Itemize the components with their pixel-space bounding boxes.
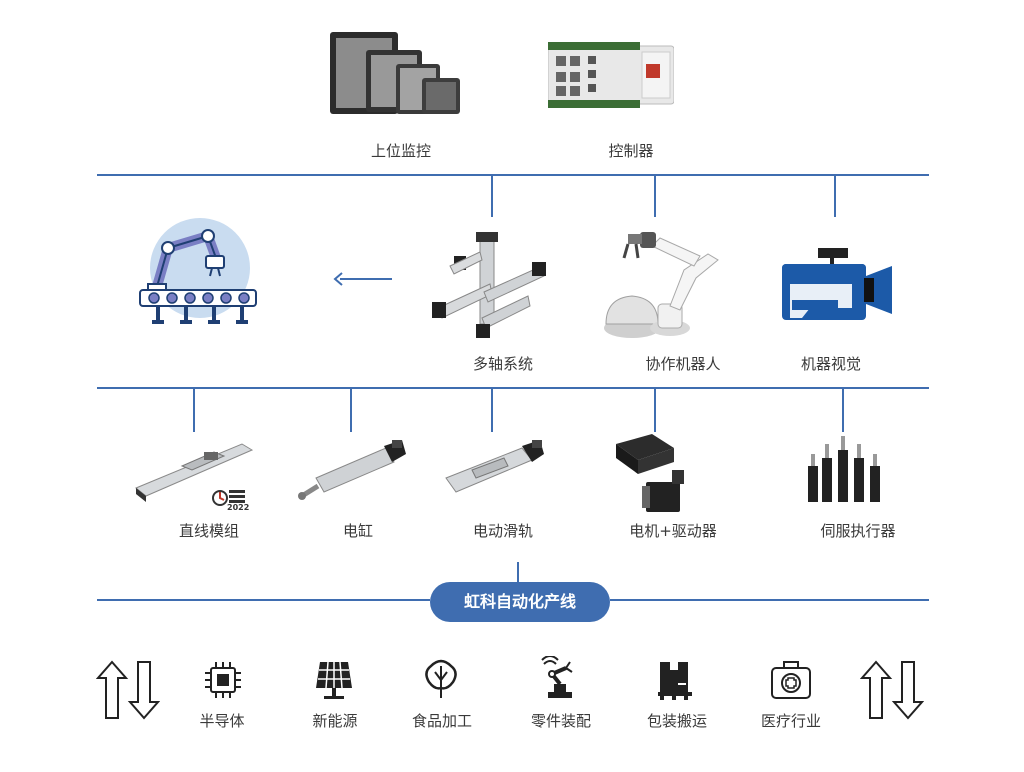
controller-module-icon <box>548 42 674 108</box>
component-label-motor: 电机+驱动器 <box>629 522 717 540</box>
component-label-linear-module: 直线模组 <box>178 522 240 540</box>
industry-label-semiconductor: 半导体 <box>199 712 245 730</box>
camera-icon <box>780 248 894 320</box>
gantry-system-icon <box>430 230 548 342</box>
solar-panel-icon <box>314 660 354 700</box>
connector-cobot <box>654 175 656 217</box>
component-label-cylinder: 电缸 <box>342 522 374 540</box>
component-label-servo: 伺服执行器 <box>820 522 896 540</box>
connector-to-badge <box>517 562 519 584</box>
production-line-badge: 虹科自动化产线 <box>430 582 610 622</box>
component-label-slide: 电动滑轨 <box>472 522 534 540</box>
connector-linear-module <box>193 388 195 432</box>
robot-conveyor-icon <box>138 218 262 332</box>
package-icon <box>656 660 696 700</box>
design-award-badge: 2022 <box>212 488 250 514</box>
industry-label-medical: 医疗行业 <box>760 712 822 730</box>
updown-arrows-right-icon <box>860 660 924 720</box>
middle-bus-line <box>97 387 929 389</box>
industry-label-assembly: 零件装配 <box>530 712 592 730</box>
middle-label-cobot: 协作机器人 <box>645 355 721 373</box>
bottom-bus-line-right <box>610 599 929 601</box>
electric-cylinder-icon <box>298 440 408 510</box>
linear-module-icon <box>132 440 256 514</box>
monitor-panels-icon <box>326 28 462 120</box>
electric-slide-icon <box>442 440 546 510</box>
industry-label-new-energy: 新能源 <box>312 712 358 730</box>
industry-label-packaging: 包装搬运 <box>646 712 708 730</box>
top-label-controller: 控制器 <box>608 142 654 160</box>
bottom-bus-line-left <box>97 599 430 601</box>
servo-actuator-icon <box>802 436 886 512</box>
top-bus-line <box>97 174 929 176</box>
connector-cylinder <box>350 388 352 432</box>
middle-label-vision: 机器视觉 <box>800 355 862 373</box>
updown-arrows-left-icon <box>96 660 160 720</box>
industry-label-food: 食品加工 <box>411 712 473 730</box>
robot-arm-icon <box>600 224 724 344</box>
assembly-robot-icon <box>540 656 580 700</box>
top-label-supervision: 上位监控 <box>370 142 432 160</box>
connector-slide <box>491 388 493 432</box>
award-year: 2022 <box>227 503 250 512</box>
motor-driver-icon <box>612 434 694 516</box>
connector-servo <box>842 388 844 432</box>
connector-multiaxis <box>491 175 493 217</box>
food-icon <box>421 658 461 700</box>
medical-kit-icon <box>770 660 812 700</box>
connector-motor <box>654 388 656 432</box>
chip-icon <box>203 660 243 700</box>
middle-label-multiaxis: 多轴系统 <box>472 355 534 373</box>
connector-vision <box>834 175 836 217</box>
flow-arrow-icon <box>332 272 394 286</box>
